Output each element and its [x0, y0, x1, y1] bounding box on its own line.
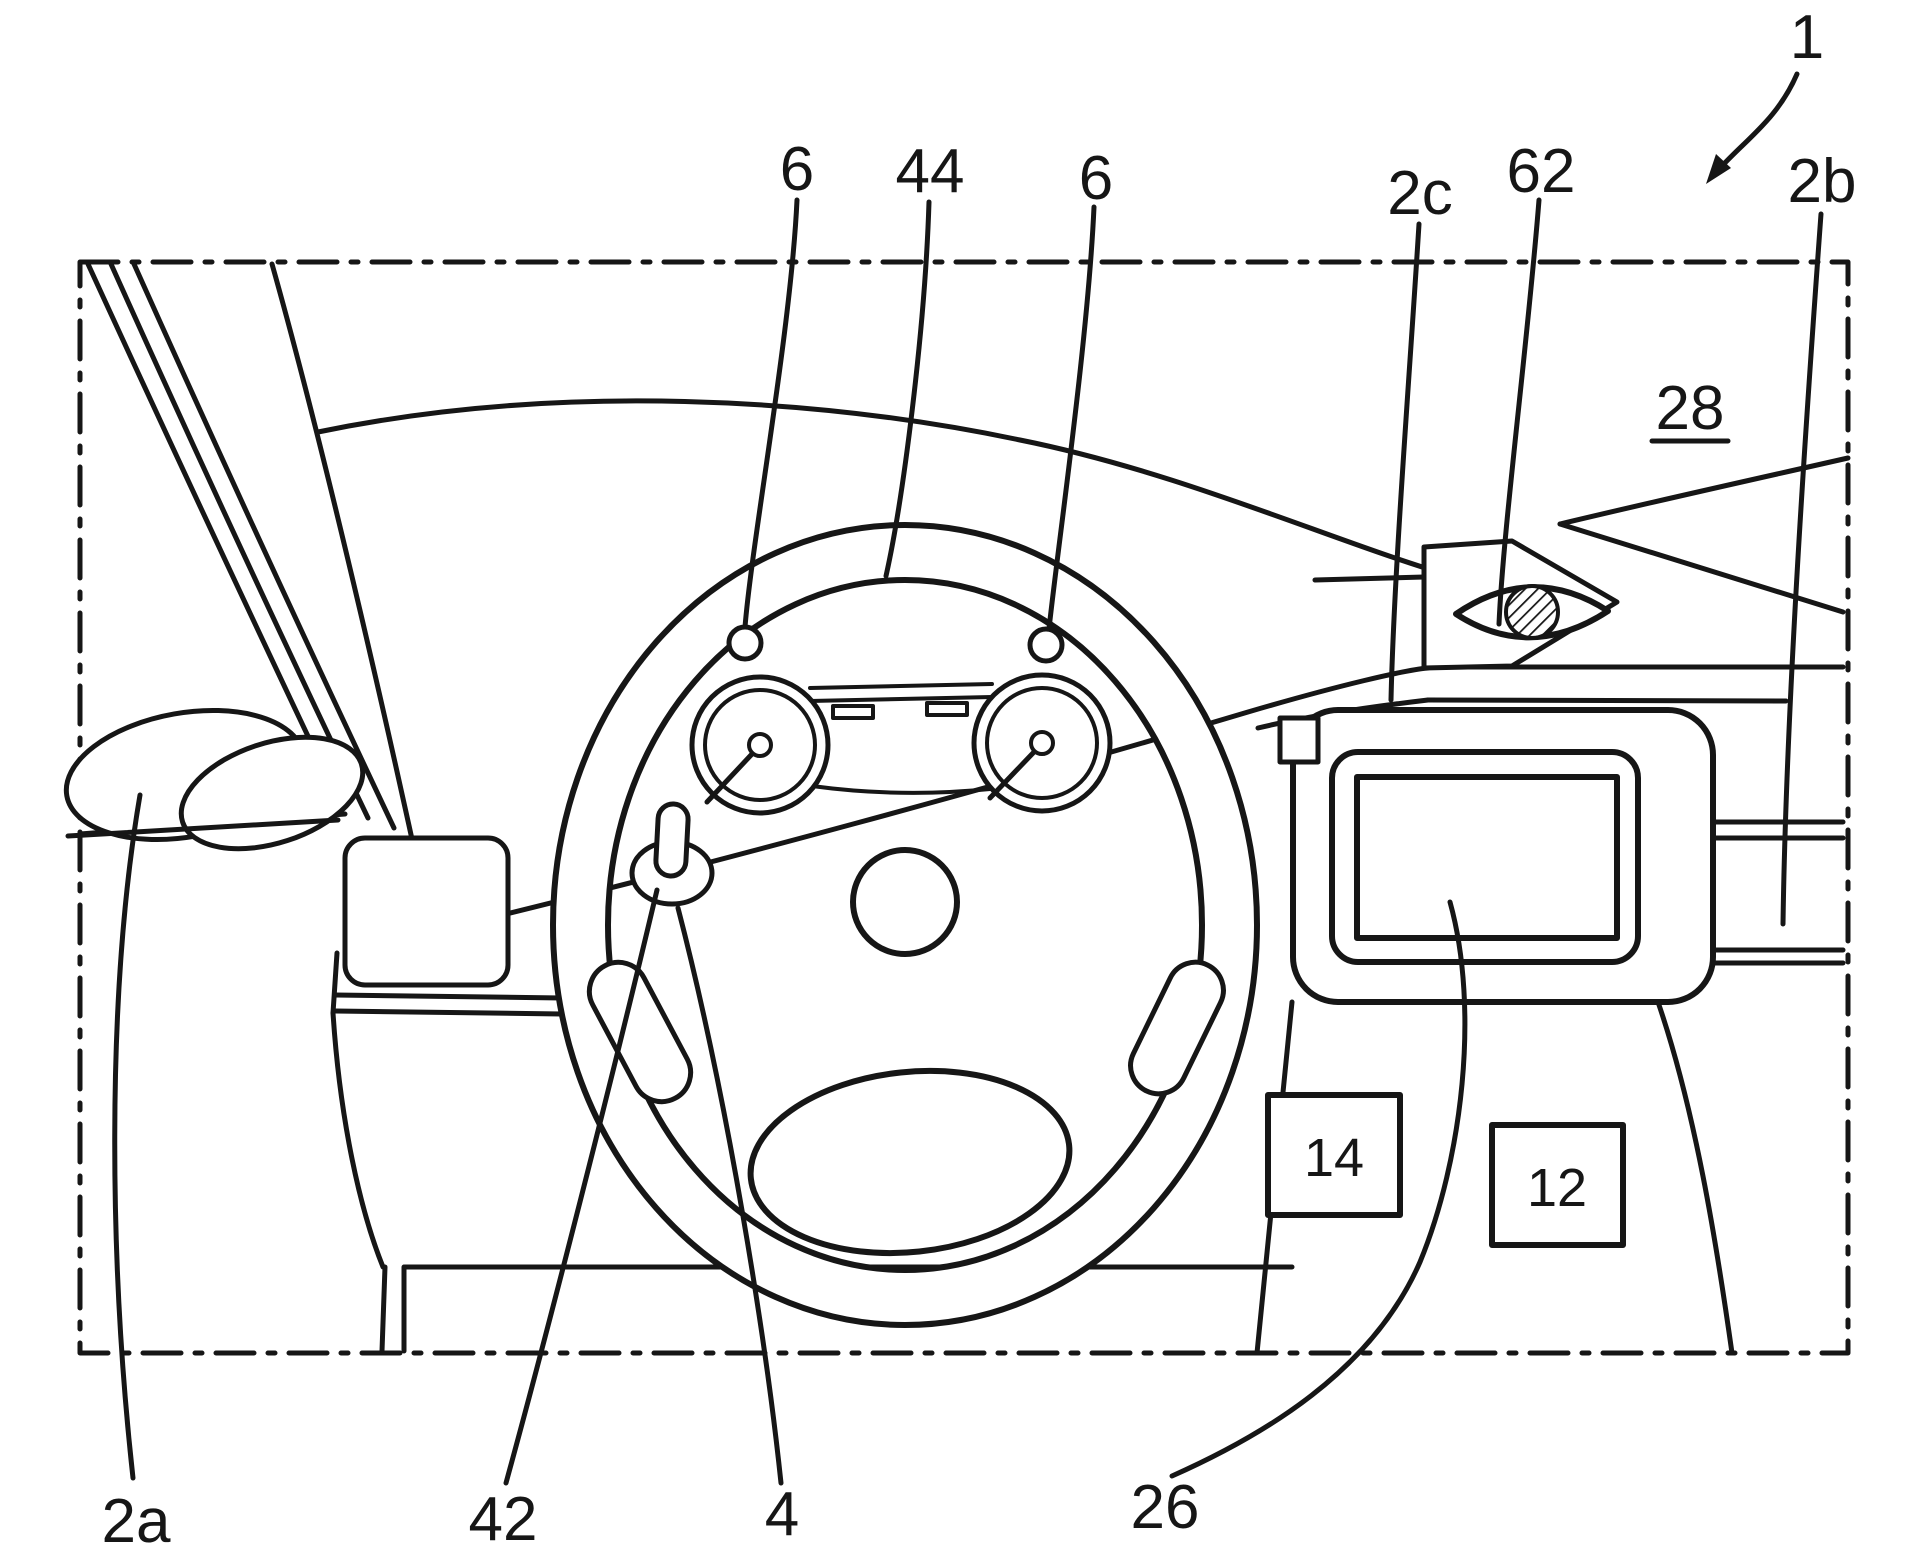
gauge-right	[971, 672, 1113, 814]
reference-1-arrowhead	[1706, 154, 1731, 184]
ref-label-4: 4	[765, 1480, 799, 1549]
leader-6-left	[742, 197, 800, 630]
ref-label-12: 12	[1527, 1158, 1587, 1218]
eye-pupil	[1504, 584, 1560, 640]
spoke-opening-left	[586, 959, 694, 1105]
rim-sensor-left	[726, 624, 764, 662]
leader-44	[883, 199, 932, 579]
ref-label-1: 1	[1790, 3, 1824, 72]
leader-26	[1169, 899, 1468, 1479]
leader-62	[1496, 197, 1542, 627]
ref-label-2b: 2b	[1788, 147, 1857, 216]
spoke-opening-right	[1128, 959, 1226, 1097]
component-box-14	[1265, 1092, 1403, 1218]
ref-label-62: 62	[1507, 137, 1576, 206]
driver-camera-panel	[1421, 538, 1620, 671]
wheel-rim-outer	[550, 522, 1260, 1328]
leader-42	[503, 887, 660, 1486]
ref-label-28: 28	[1656, 374, 1725, 443]
side-mirror	[63, 707, 366, 852]
display-screen	[1354, 774, 1620, 941]
reference-1-arrow	[1719, 71, 1800, 169]
stalk-lever	[653, 801, 691, 879]
control-stalk	[629, 801, 715, 907]
leader-2c	[1388, 221, 1422, 703]
leader-lines	[112, 71, 1824, 1486]
ref-label-14: 14	[1304, 1128, 1364, 1188]
ref-label-2c: 2c	[1387, 159, 1452, 228]
door-window	[342, 835, 511, 988]
horn-pad	[747, 1067, 1073, 1257]
wheel-hub	[850, 847, 960, 957]
ref-label-2a: 2a	[102, 1487, 171, 1549]
gauge-left	[689, 674, 831, 816]
vehicle-interior-boundary	[77, 259, 1851, 1356]
leader-4	[675, 905, 784, 1486]
landscape-line	[315, 398, 1451, 578]
leader-2a	[112, 792, 143, 1481]
reference-labels: 1 6 44 6 2c 62 2b 28 14 12 2a 42 4 26	[102, 3, 1857, 1549]
instrument-hood-top	[1312, 574, 1427, 583]
ref-label-26: 26	[1131, 1473, 1200, 1542]
instrument-cluster	[689, 672, 1113, 816]
ref-label-6-left: 6	[780, 135, 814, 204]
leader-6-right	[1046, 204, 1097, 632]
steering-wheel	[550, 522, 1260, 1328]
leader-2b	[1780, 211, 1824, 927]
wheel-rim-inner	[605, 577, 1205, 1273]
landscape-line-right	[1557, 455, 1851, 527]
rim-sensor-right	[1027, 626, 1065, 664]
dashboard-edge-right-lower	[1425, 697, 1789, 704]
ref-label-42: 42	[469, 1485, 538, 1549]
ref-label-44: 44	[896, 137, 965, 206]
centre-console	[1277, 707, 1716, 1005]
door-panel	[330, 950, 565, 1354]
dash-small-button	[1277, 715, 1321, 765]
ref-label-6-right: 6	[1079, 144, 1113, 213]
component-box-12	[1489, 1122, 1626, 1248]
dashboard-right-shelf	[1710, 819, 1846, 966]
